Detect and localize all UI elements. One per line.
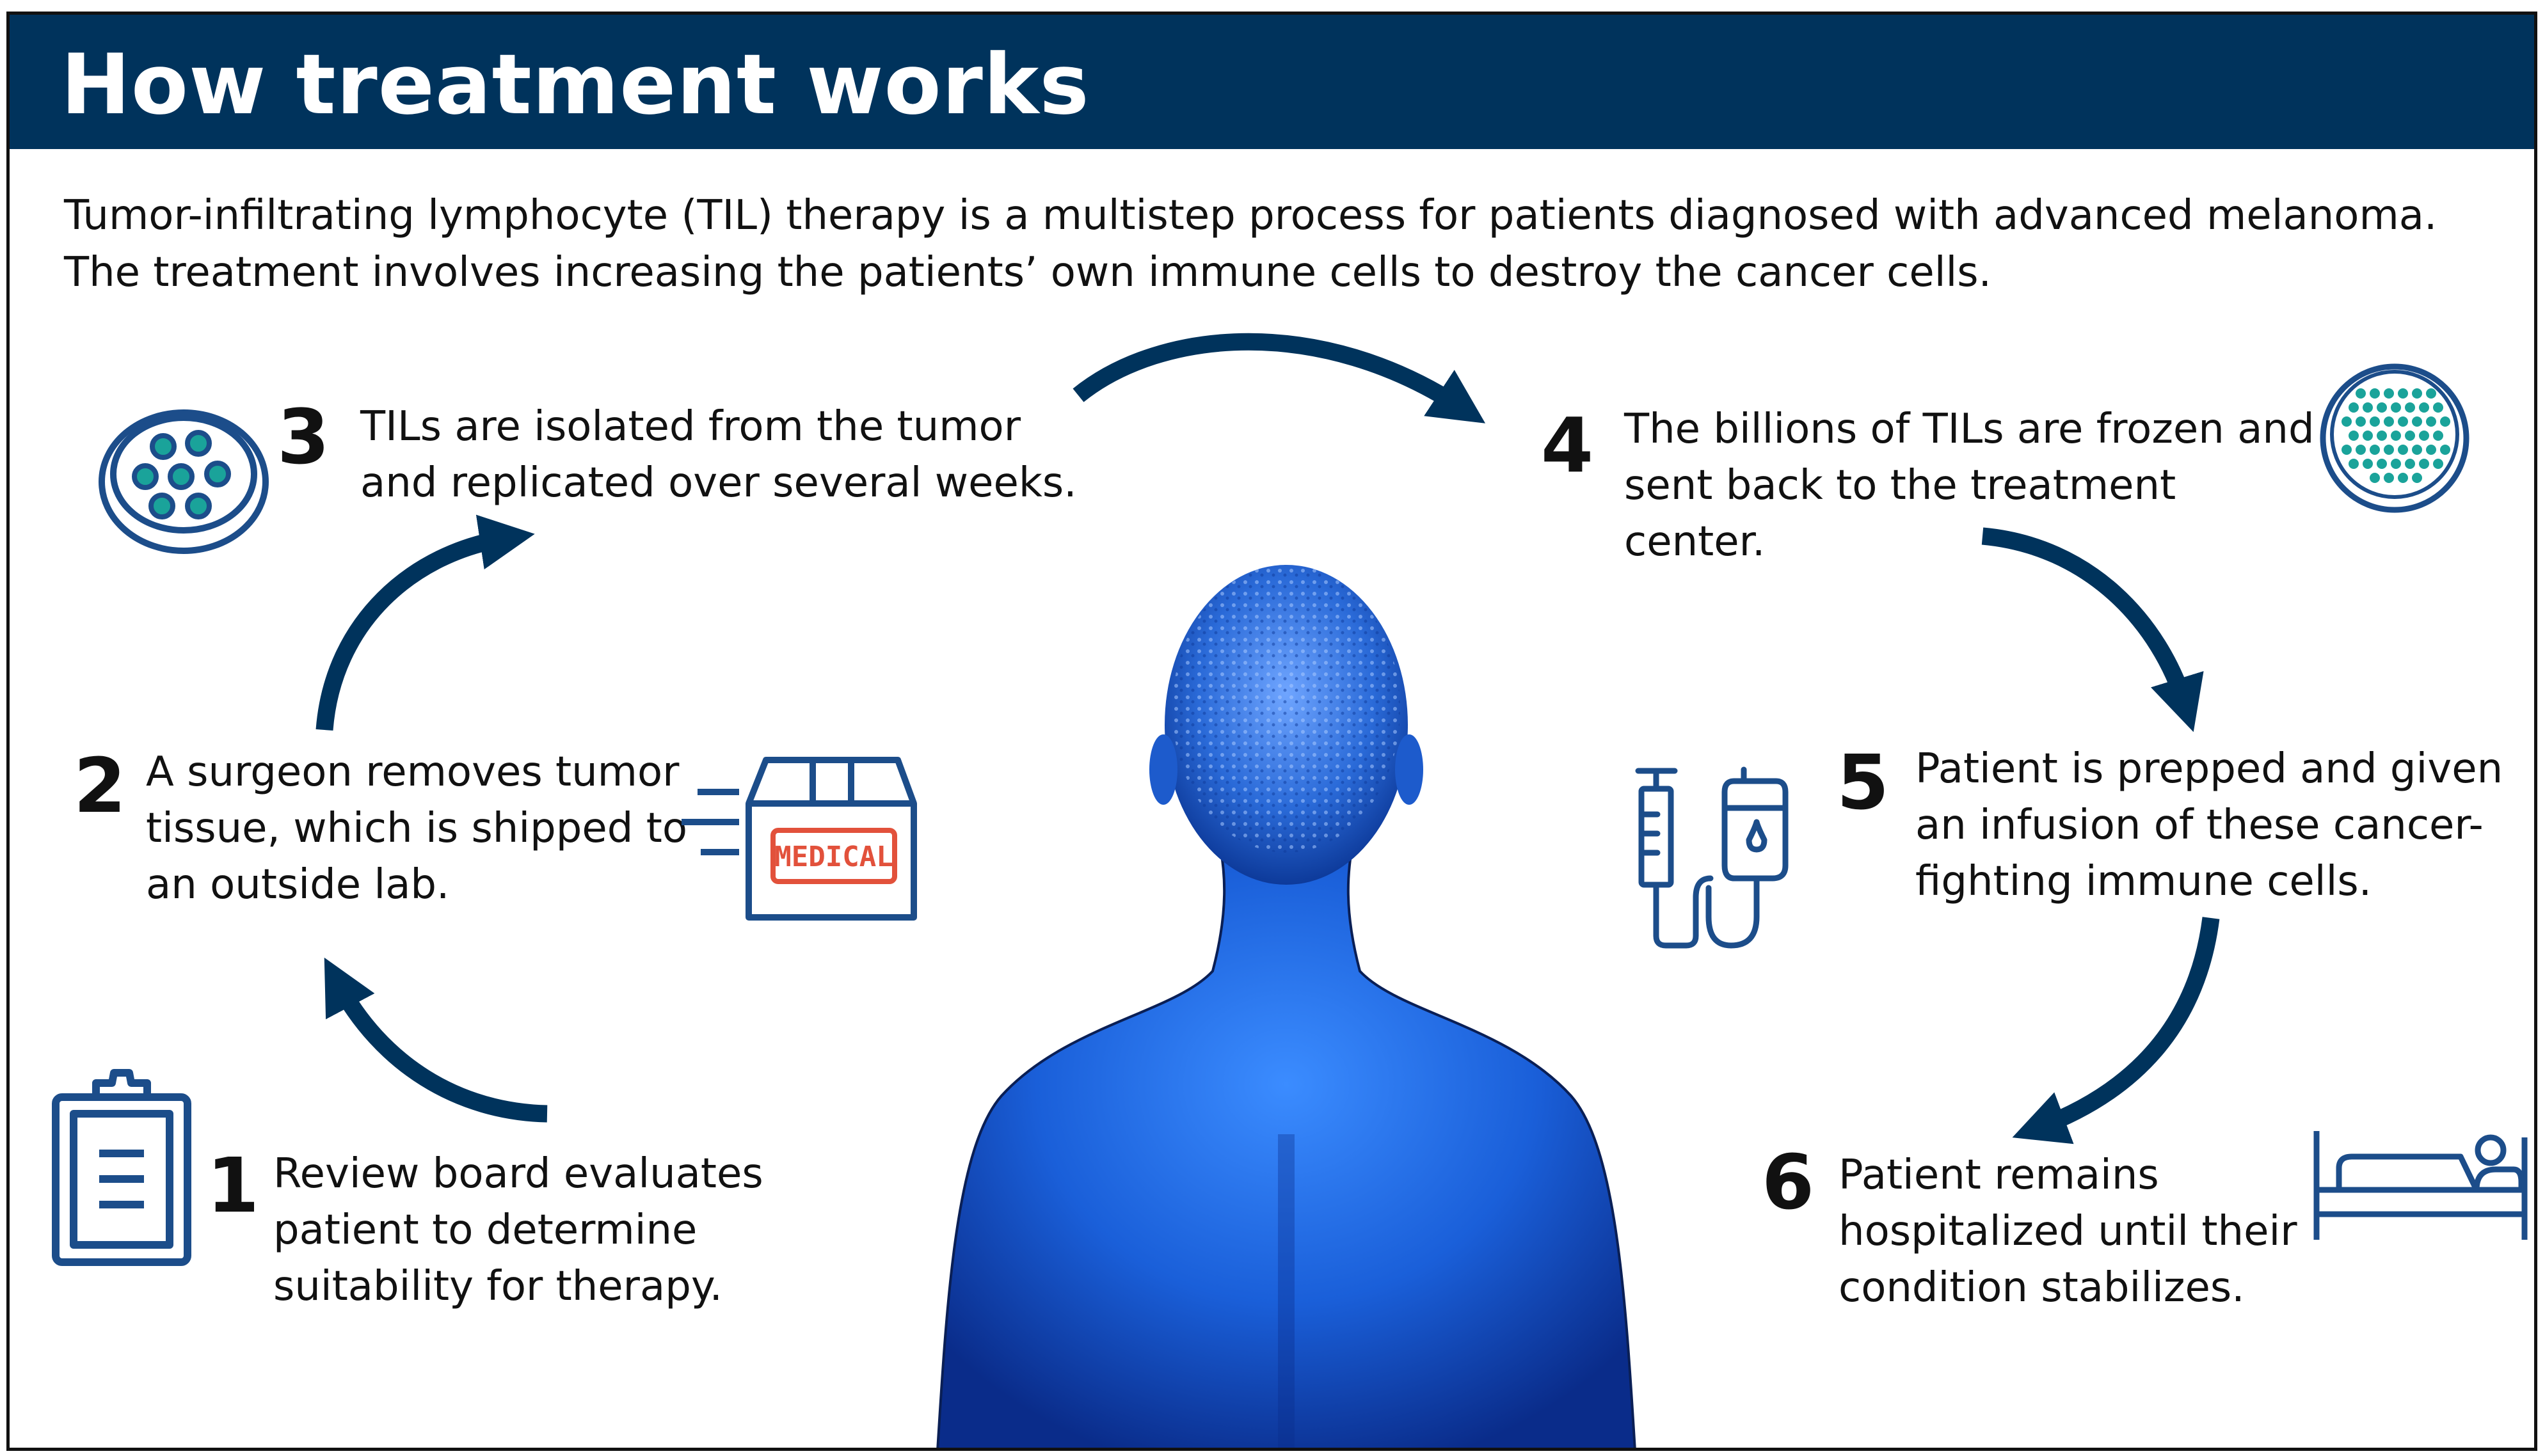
cell-dot <box>2419 402 2429 413</box>
cell-dot <box>2426 388 2436 399</box>
cell-dot <box>2398 445 2408 455</box>
cell-dot <box>2342 416 2352 427</box>
arrow-2-to-3 <box>315 514 535 731</box>
cell-dot <box>2426 445 2436 455</box>
arrow-3-to-4 <box>1073 333 1486 423</box>
cell-dot <box>2433 402 2443 413</box>
syringe-iv-bag-icon <box>1635 766 1789 949</box>
cell-dot <box>2398 388 2408 399</box>
cell-dot <box>2363 431 2373 441</box>
cell-dot <box>2356 388 2366 399</box>
cell-dot <box>2363 459 2373 469</box>
step-3-text: TILs are isolated from the tumor and rep… <box>360 403 1077 507</box>
cell-dot <box>2433 459 2443 469</box>
cell-dot <box>2349 402 2359 413</box>
cell-dot <box>2412 473 2422 483</box>
cell-dot <box>2377 431 2387 441</box>
cell-dot <box>2349 459 2359 469</box>
step-1-number: 1 <box>207 1141 260 1230</box>
cell-dot <box>2405 459 2415 469</box>
cell-dot <box>2342 445 2352 455</box>
cell-dot <box>2398 416 2408 427</box>
cell-dot <box>2370 473 2380 483</box>
clipboard-icon <box>52 1069 191 1266</box>
step-4-text: The billions of TILs are frozen and sent… <box>1624 406 2315 566</box>
medical-label: MEDICAL <box>774 841 893 873</box>
cell-dot <box>2370 416 2380 427</box>
cell-dot <box>2349 431 2359 441</box>
arrow-5-to-6 <box>2012 917 2220 1144</box>
cell-dot <box>2440 416 2450 427</box>
cell-dot <box>2419 431 2429 441</box>
cell-dot <box>2398 473 2408 483</box>
cell-dot <box>2370 445 2380 455</box>
cell-dot <box>2370 388 2380 399</box>
cell-dot <box>2356 445 2366 455</box>
cell-dot <box>2384 416 2394 427</box>
cell-dot <box>2405 431 2415 441</box>
header-bar: How treatment works <box>10 15 2534 149</box>
cell-dot <box>2426 416 2436 427</box>
cell-culture-dish-icon <box>2320 363 2469 513</box>
cell-dot <box>2363 402 2373 413</box>
step-6-number: 6 <box>1762 1138 1815 1226</box>
cell-dot <box>2384 388 2394 399</box>
cell-dot <box>2405 402 2415 413</box>
cell-dot <box>2377 402 2387 413</box>
cell-dot <box>2391 459 2401 469</box>
step-5-number: 5 <box>1837 738 1890 827</box>
cycle-artwork <box>315 333 2220 1448</box>
intro-paragraph: Tumor-infiltrating lymphocyte (TIL) ther… <box>64 192 2437 296</box>
cell-dot <box>2391 402 2401 413</box>
step-6-text: Patient remains hospitalized until their… <box>1839 1151 2297 1311</box>
arrow-4-to-5 <box>1981 527 2204 732</box>
hospital-bed-icon <box>2313 1131 2528 1240</box>
cell-dot <box>2391 431 2401 441</box>
cell-dot <box>2412 416 2422 427</box>
cell-dot <box>2412 445 2422 455</box>
medical-box-icon: MEDICAL <box>682 757 917 921</box>
cell-dot <box>2384 473 2394 483</box>
step-1-text: Review board evaluates patient to determ… <box>273 1150 763 1310</box>
step-4-number: 4 <box>1541 401 1594 489</box>
cell-dot <box>2377 459 2387 469</box>
cell-dot <box>2433 431 2443 441</box>
cell-dot <box>2356 416 2366 427</box>
step-5-text: Patient is prepped and given an infusion… <box>1915 745 2503 905</box>
step-3-number: 3 <box>277 393 330 481</box>
step-2-text: A surgeon removes tumor tissue, which is… <box>146 748 687 908</box>
human-figure <box>936 565 1636 1448</box>
cell-dot <box>2419 459 2429 469</box>
cell-dot <box>2412 388 2422 399</box>
petri-dish-icon <box>99 409 269 554</box>
cell-dot <box>2440 445 2450 455</box>
step-2-number: 2 <box>74 741 127 830</box>
page-title: How treatment works <box>61 36 1090 133</box>
arrow-1-to-2 <box>324 957 548 1123</box>
infographic-frame: How treatment works Tumor-infiltrating l… <box>6 12 2537 1451</box>
cell-dot <box>2384 445 2394 455</box>
